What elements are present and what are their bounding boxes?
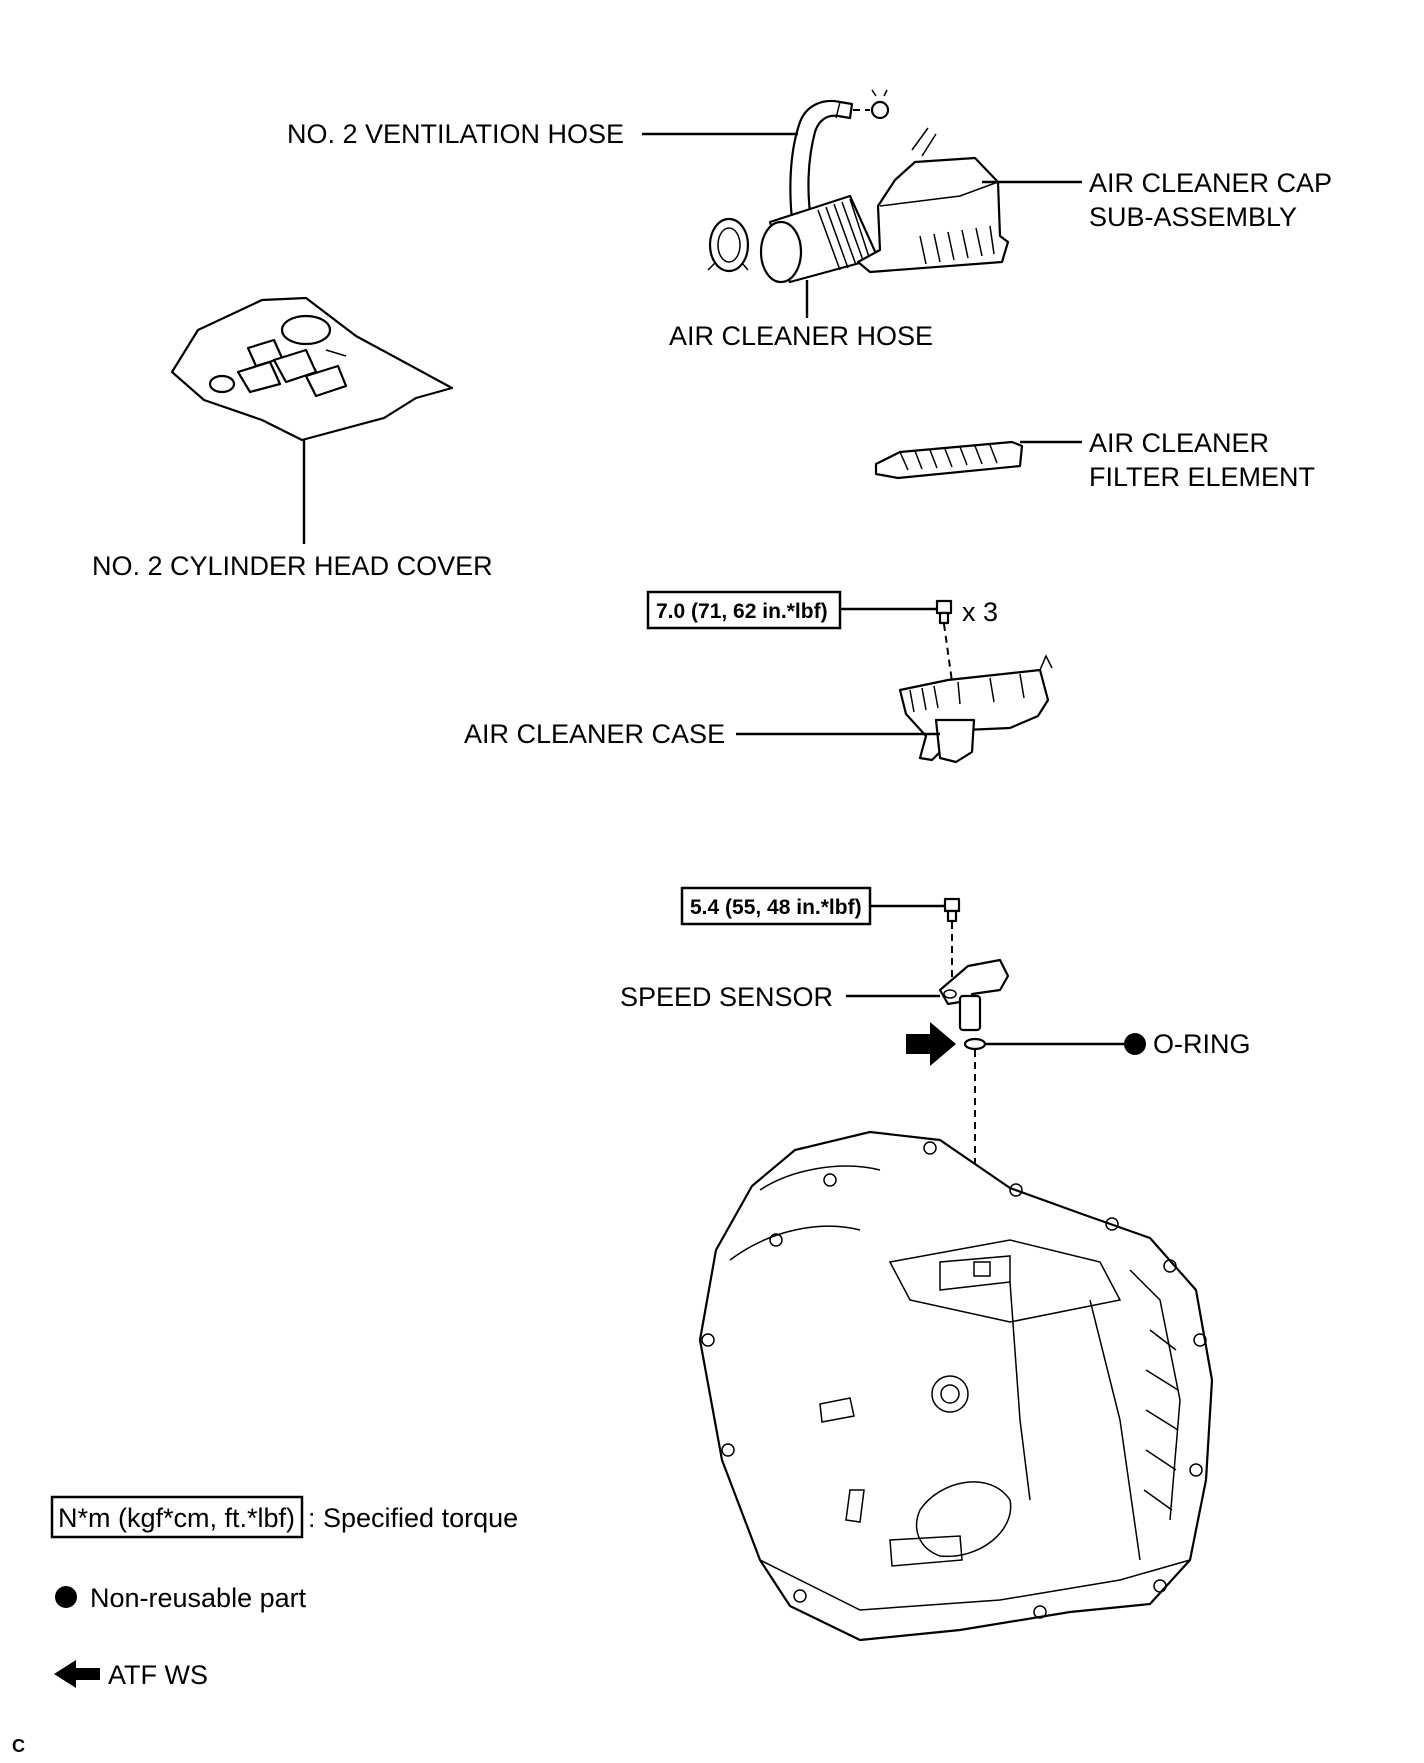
legend-non-reusable-icon	[55, 1586, 77, 1608]
air-cleaner-hose-part	[707, 194, 880, 284]
air-cleaner-case-label: AIR CLEANER CASE	[464, 719, 725, 749]
speed-sensor-label: SPEED SENSOR	[620, 982, 833, 1012]
o-ring-part	[963, 1037, 987, 1051]
air-cleaner-case-part	[898, 654, 1053, 764]
cylinder-head-cover-label: NO. 2 CYLINDER HEAD COVER	[92, 551, 493, 581]
case-bolt-icon	[935, 599, 953, 625]
o-ring-label: O-RING	[1153, 1029, 1251, 1059]
legend-torque-box	[50, 1495, 304, 1539]
sensor-bolt-icon	[943, 897, 961, 923]
filter-element-label-1: AIR CLEANER	[1089, 428, 1269, 458]
air-cleaner-cap-label-2: SUB-ASSEMBLY	[1089, 202, 1297, 232]
case-bolt-torque-label: 7.0 (71, 62 in.*lbf)	[656, 600, 828, 623]
ventilation-hose-part	[789, 89, 890, 230]
air-cleaner-cap-part	[856, 127, 1010, 274]
legend-atf-arrow-icon	[54, 1660, 100, 1688]
ventilation-hose-label: NO. 2 VENTILATION HOSE	[287, 119, 624, 149]
legend-non-reusable-label: Non-reusable part	[90, 1583, 307, 1613]
corner-mark: C	[12, 1736, 25, 1756]
air-cleaner-hose-label: AIR CLEANER HOSE	[669, 321, 933, 351]
atf-arrow-icon	[906, 1022, 956, 1066]
legend-atf-label: ATF WS	[108, 1660, 208, 1690]
filter-element-part	[874, 440, 1024, 480]
legend-torque-unit: N*m (kgf*cm, ft.*lbf)	[58, 1503, 295, 1533]
legend-torque-desc: : Specified torque	[308, 1503, 518, 1533]
cylinder-head-cover-part	[170, 296, 454, 442]
speed-sensor-part	[938, 958, 1010, 1032]
air-cleaner-cap-label-1: AIR CLEANER CAP	[1089, 168, 1332, 198]
non-reusable-icon	[1124, 1033, 1146, 1055]
case-bolt-qty: x 3	[962, 597, 998, 627]
filter-element-label-2: FILTER ELEMENT	[1089, 462, 1315, 492]
transaxle-part	[698, 1130, 1214, 1642]
sensor-bolt-torque-label: 5.4 (55, 48 in.*lbf)	[690, 896, 862, 919]
